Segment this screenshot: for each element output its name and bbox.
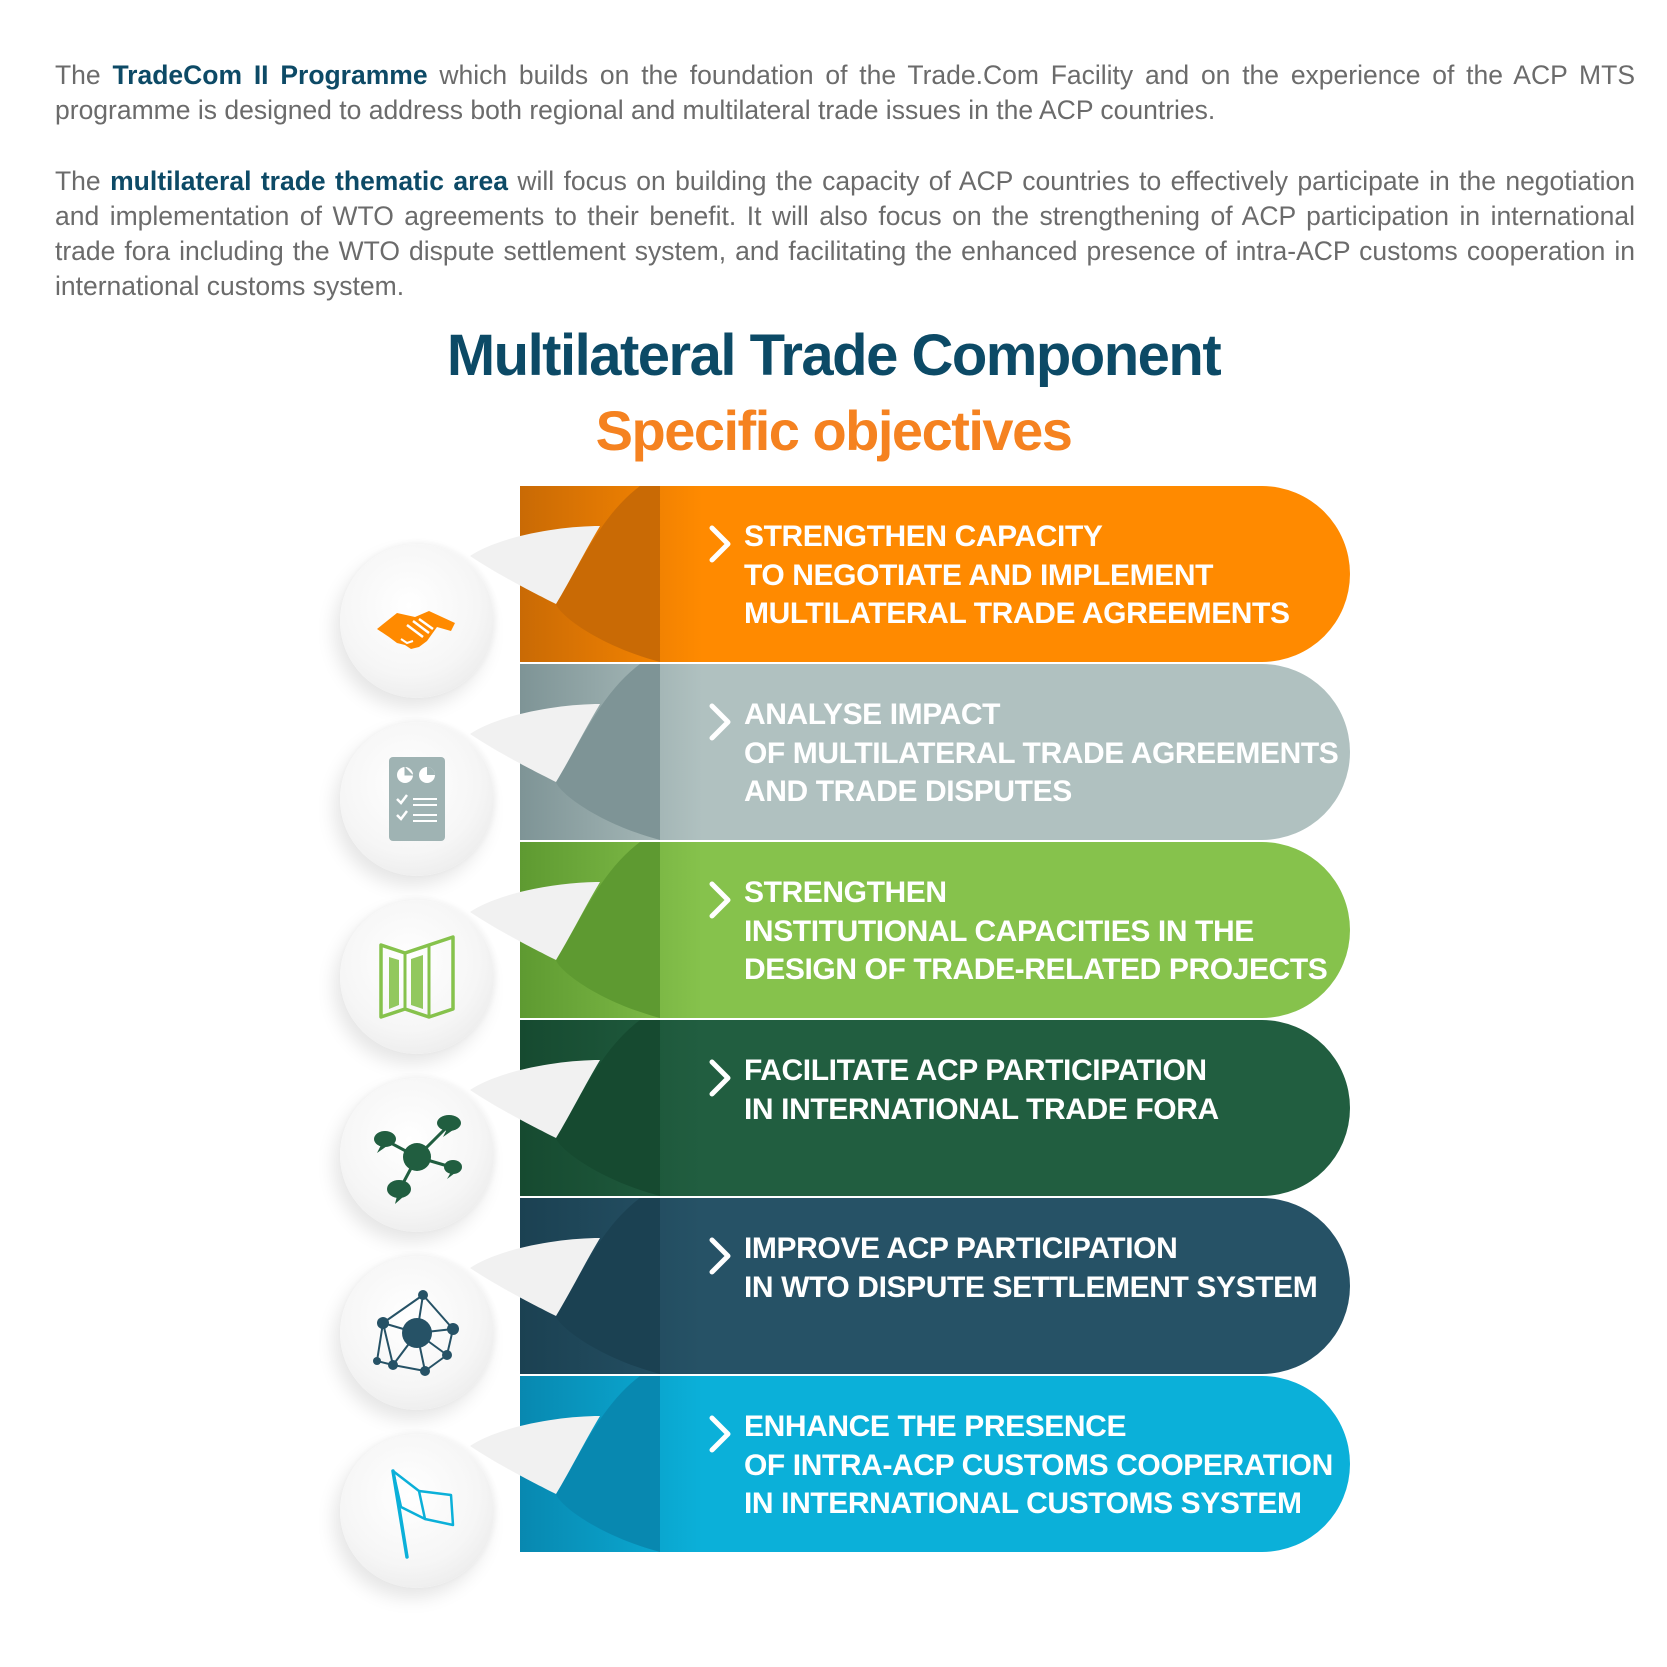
objective-label-line: ANALYSE IMPACT: [744, 698, 1001, 731]
objective-row: IMPROVE ACP PARTICIPATION IN WTO DISPUTE …: [0, 1198, 1667, 1410]
intro-p1-bold: TradeCom II Programme: [112, 60, 428, 90]
objective-label-line: IN INTERNATIONAL CUSTOMS SYSTEM: [744, 1487, 1302, 1520]
network-chat-icon: [374, 1115, 462, 1204]
objective-label: ENHANCE THE PRESENCE OF INTRA-ACP CUSTOMS…: [744, 1408, 1344, 1524]
objective-row: STRENGTHEN INSTITUTIONAL CAPACITIES IN TH…: [0, 842, 1667, 1054]
objective-label-line: AND TRADE DISPUTES: [744, 775, 1072, 808]
objective-row: ENHANCE THE PRESENCE OF INTRA-ACP CUSTOMS…: [0, 1376, 1667, 1588]
objective-row: STRENGTHEN CAPACITY TO NEGOTIATE AND IMPL…: [0, 486, 1667, 698]
report-checklist-icon: [389, 757, 445, 841]
objective-label-line: ENHANCE THE PRESENCE: [744, 1410, 1127, 1443]
objective-icon-circle: [340, 1078, 494, 1232]
objective-label: STRENGTHEN CAPACITY TO NEGOTIATE AND IMPL…: [744, 518, 1344, 634]
intro-p2-post: will focus on building the capacity of A…: [55, 166, 1636, 301]
intro-paragraph-programme: The TradeCom II Programme which builds o…: [55, 58, 1635, 128]
page-title: Multilateral Trade Component: [446, 323, 1222, 388]
handshake-icon: [377, 611, 455, 649]
objective-icon-circle: [340, 722, 494, 876]
objective-icon-circle: [340, 544, 494, 698]
objective-label-line: IN WTO DISPUTE SETTLEMENT SYSTEM: [744, 1270, 1318, 1304]
objective-label: STRENGTHEN INSTITUTIONAL CAPACITIES IN TH…: [744, 874, 1344, 990]
objective-icon-circle: [340, 1434, 494, 1588]
chevron-right-icon: [709, 525, 731, 563]
intro-p2-bold: multilateral trade thematic area: [110, 166, 508, 196]
objective-label: IMPROVE ACP PARTICIPATION IN WTO DISPUTE …: [744, 1230, 1344, 1307]
chevron-right-icon: [709, 703, 731, 741]
objective-label-line: TO NEGOTIATE AND IMPLEMENT: [744, 558, 1214, 592]
objective-icon-circle: [340, 900, 494, 1054]
objective-label-line: MULTILATERAL TRADE AGREEMENTS: [744, 597, 1290, 630]
intro-p2-pre: The: [55, 166, 111, 196]
chevron-right-icon: [709, 1415, 731, 1453]
objective-label-line: DESIGN OF TRADE-RELATED PROJECTS: [744, 953, 1328, 986]
map-icon: [379, 935, 455, 1019]
chevron-right-icon: [709, 1059, 731, 1097]
objective-label-line: IMPROVE ACP PARTICIPATION: [744, 1232, 1178, 1265]
objective-label-line: OF INTRA-ACP CUSTOMS COOPERATION: [744, 1448, 1333, 1482]
objective-label-line: FACILITATE ACP PARTICIPATION: [744, 1054, 1207, 1087]
objective-label-line: STRENGTHEN: [744, 876, 947, 909]
objective-row: FACILITATE ACP PARTICIPATION IN INTERNATI…: [0, 1020, 1667, 1232]
objective-row: ANALYSE IMPACT OF MULTILATERAL TRADE AGRE…: [0, 664, 1667, 876]
flag-icon: [391, 1469, 455, 1559]
objective-label-line: INSTITUTIONAL CAPACITIES IN THE: [744, 914, 1254, 948]
intro-p1-post: which builds on the foundation of the Tr…: [55, 60, 1635, 125]
objective-label-line: OF MULTILATERAL TRADE AGREEMENTS: [744, 736, 1339, 770]
chevron-right-icon: [709, 881, 731, 919]
objective-label-line: IN INTERNATIONAL TRADE FORA: [744, 1092, 1219, 1126]
page-subtitle: Specific objectives: [595, 399, 1073, 462]
objective-label-line: STRENGTHEN CAPACITY: [744, 520, 1103, 553]
chevron-right-icon: [709, 1237, 731, 1275]
network-nodes-icon: [373, 1290, 459, 1376]
intro-paragraph-thematic-area: The multilateral trade thematic area wil…: [55, 164, 1635, 304]
intro-p1-pre: The: [55, 60, 113, 90]
objective-icon-circle: [340, 1256, 494, 1410]
objective-label: ANALYSE IMPACT OF MULTILATERAL TRADE AGRE…: [744, 696, 1344, 812]
objective-label: FACILITATE ACP PARTICIPATION IN INTERNATI…: [744, 1052, 1344, 1129]
